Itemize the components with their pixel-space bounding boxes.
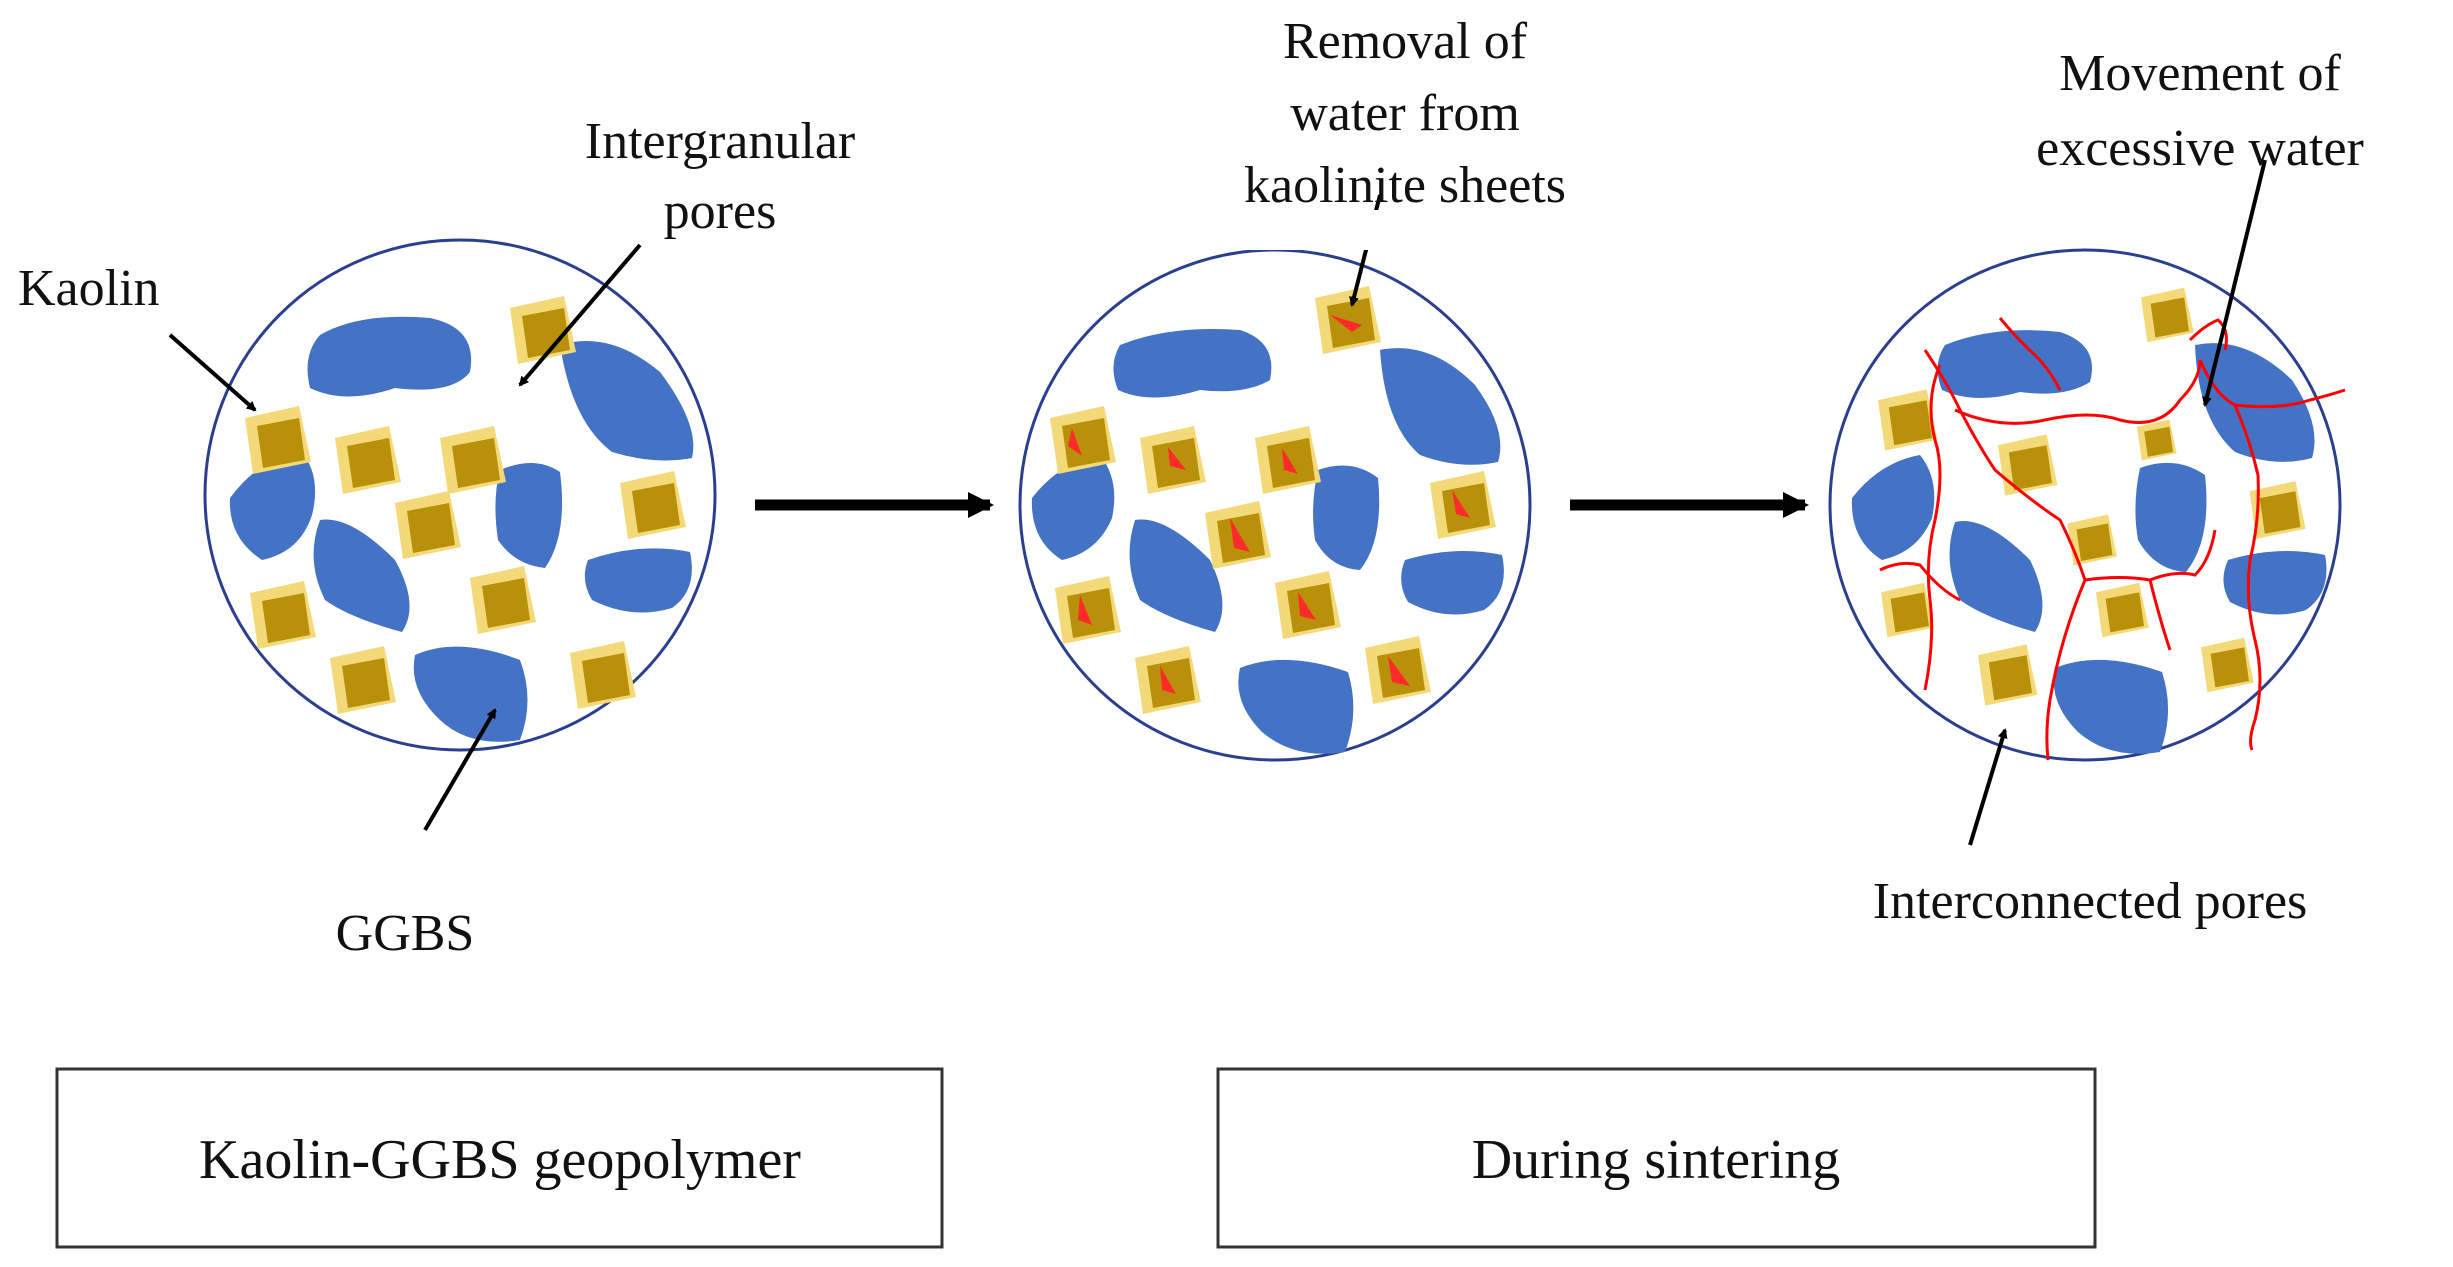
particle-sintered — [1828, 248, 2346, 762]
caption-left-text: Kaolin-GGBS geopolymer — [199, 1129, 801, 1191]
caption-box-left: Kaolin-GGBS geopolymer — [55, 1067, 944, 1249]
arrow-intergranular — [518, 243, 642, 387]
label-removal-line3: kaolinite sheets — [1244, 157, 1566, 214]
label-interconnected: Interconnected pores — [1873, 873, 2308, 930]
label-ggbs: GGBS — [336, 905, 475, 962]
caption-right-text: During sintering — [1472, 1129, 1841, 1191]
arrow-ggbs — [423, 708, 497, 832]
arrow-kaolin — [168, 333, 257, 412]
particle-water-removal — [1018, 248, 1532, 762]
ggbs-grains — [229, 316, 694, 742]
label-removal-line1: Removal of — [1283, 13, 1528, 70]
interconnected-pore-lines — [1879, 317, 2346, 761]
arrow-movement — [2202, 159, 2267, 407]
label-intergranular-line1: Intergranular — [585, 113, 855, 170]
ggbs-grains — [1031, 329, 1504, 754]
label-kaolin: Kaolin — [18, 260, 160, 317]
label-intergranular-line2: pores — [664, 183, 777, 240]
label-movement-line2: excessive water — [2036, 120, 2364, 177]
label-movement-line1: Movement of — [2059, 45, 2341, 102]
particle-geopolymer — [203, 238, 717, 752]
arrow-interconnected — [1968, 728, 2008, 846]
caption-box-right: During sintering — [1216, 1067, 2097, 1249]
label-removal-line2: water from — [1290, 85, 1520, 142]
water-streaks — [1068, 315, 1470, 694]
label-removal-mask — [1180, 210, 1640, 250]
